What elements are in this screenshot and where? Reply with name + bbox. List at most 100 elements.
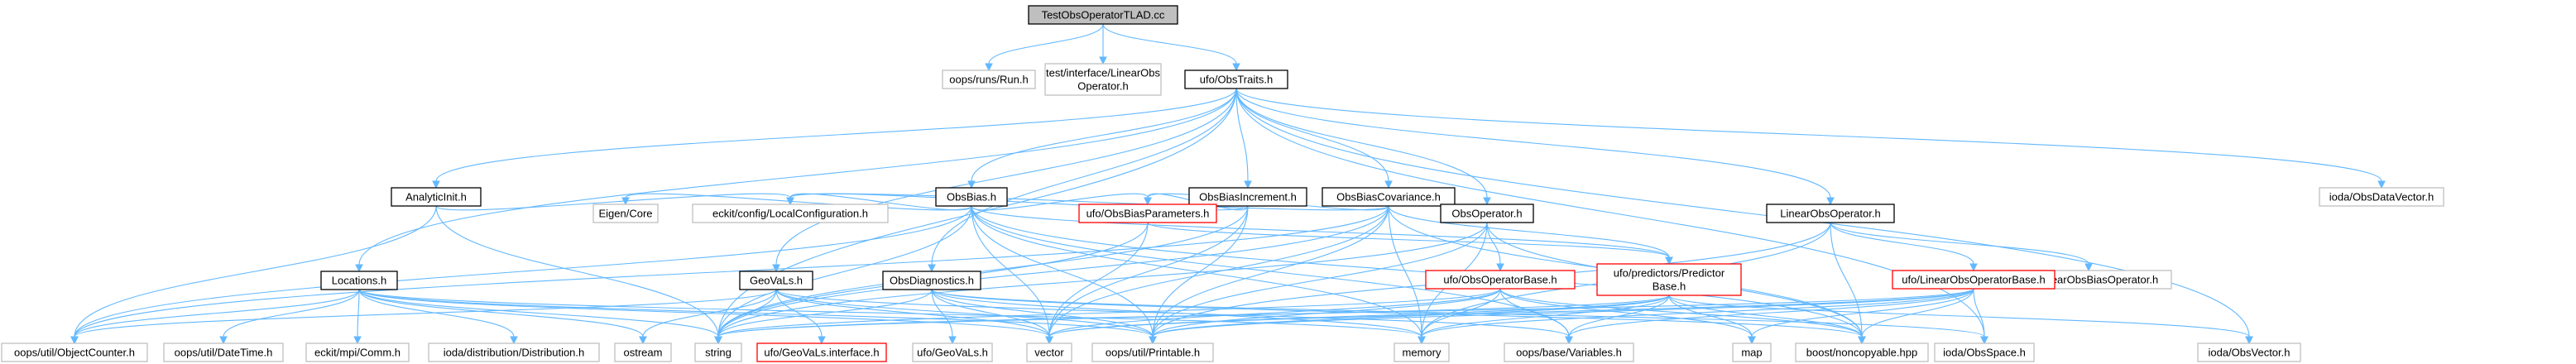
node-label: oops/base/Variables.h [1516,347,1622,359]
node-obsoperator[interactable]: ObsOperator.h [1440,204,1534,223]
edge-root-to-obstraits [1102,23,1240,72]
edge-linearobsoperator-to-ufolinearobsop [1830,222,2093,272]
node-label: ufo/ObsTraits.h [1200,74,1273,86]
edge-obsoperator-to-obsoperatorbase [1486,222,1504,272]
edge-obstraits-to-geovals [772,88,1237,273]
node-analyticinit[interactable]: AnalyticInit.h [391,187,482,207]
node-linobsop_test[interactable]: test/interface/LinearObsOperator.h [1044,63,1162,96]
node-label: ufo/ObsOperatorBase.h [1443,274,1557,286]
node-ufogeovals[interactable]: ufo/GeoVaLs.h [912,342,993,362]
node-label: ObsDiagnostics.h [890,275,974,287]
node-label: oops/runs/Run.h [949,74,1028,86]
edge-linobsoperatorbase-to-string [714,288,1974,345]
edge-obsbias-to-vector [971,205,1053,345]
node-label: ioda/ObsSpace.h [1943,347,2026,359]
node-label: eckit/mpi/Comm.h [314,347,401,359]
node-label: Base.h [1653,280,1686,293]
node-printable[interactable]: oops/util/Printable.h [1091,342,1214,362]
edge-predictorbase-to-obsvector [1668,295,2253,345]
edge-obstraits-to-analyticinit [432,88,1237,189]
node-variables[interactable]: oops/base/Variables.h [1504,342,1634,362]
node-label: Operator.h [1077,80,1128,93]
edge-obsbias-to-printable [971,205,1157,345]
node-label: ufo/GeoVaLs.interface.h [764,347,879,359]
node-label: ufo/LinearObsOperatorBase.h [1902,274,2045,286]
node-label: map [1741,347,1762,359]
node-comm[interactable]: eckit/mpi/Comm.h [305,342,410,362]
edge-locations-to-ostream [358,289,647,345]
node-run[interactable]: oops/runs/Run.h [942,69,1036,89]
node-noncopyable[interactable]: boost/noncopyable.hpp [1795,342,1929,362]
node-linearobsoperator[interactable]: LinearObsOperator.h [1766,204,1895,223]
node-obsbiasparams[interactable]: ufo/ObsBiasParameters.h [1078,204,1217,223]
node-root: TestObsOperatorTLAD.cc [1028,5,1178,25]
edge-linearobsoperator-to-linobsoperatorbase [1830,222,1978,272]
edge-geovals-to-ostream [639,289,777,345]
node-label: ObsBiasCovariance.h [1336,191,1441,204]
node-localconfig[interactable]: eckit/config/LocalConfiguration.h [692,204,889,223]
node-label: oops/util/Printable.h [1106,347,1200,359]
node-label: ostream [624,347,663,359]
edge-obstraits-to-obsbiasincrement [1235,88,1252,189]
edge-obsoperatorbase-to-noncopyable [1499,288,1866,345]
edge-obstraits-to-locations [355,88,1237,273]
node-obsbiasincrement[interactable]: ObsBiasIncrement.h [1188,187,1307,207]
edge-predictorbase-to-string [714,295,1670,345]
node-distribution[interactable]: ioda/distribution/Distribution.h [428,342,600,362]
edge-obstraits-to-obsbias [967,88,1237,189]
node-label: oops/util/DateTime.h [175,347,273,359]
edge-locations-to-datetime [219,289,360,345]
node-objectcounter[interactable]: oops/util/ObjectCounter.h [1,342,148,362]
node-label: ioda/distribution/Distribution.h [444,347,585,359]
node-map[interactable]: map [1732,342,1772,362]
edge-linobsoperatorbase-to-variables [1565,288,1974,345]
edge-obstraits-to-linearobsoperator [1235,88,1835,206]
node-geovals[interactable]: GeoVaLs.h [739,271,813,290]
edge-geovals-to-printable [775,289,1157,345]
node-locations[interactable]: Locations.h [320,271,398,290]
edge-obstraits-to-obsdiagnostics [928,88,1237,273]
node-string[interactable]: string [694,342,742,362]
edge-linobsoperatorbase-to-map [1748,288,1974,345]
node-obsdiagnostics[interactable]: ObsDiagnostics.h [882,271,981,290]
node-label: GeoVaLs.h [750,275,803,287]
node-label: ufo/ObsBiasParameters.h [1087,208,1210,220]
node-linobsoperatorbase[interactable]: ufo/LinearObsOperatorBase.h [1892,270,2056,290]
node-datetime[interactable]: oops/util/DateTime.h [163,342,284,362]
node-label: oops/util/ObjectCounter.h [14,347,135,359]
node-obsvector[interactable]: ioda/ObsVector.h [2197,342,2301,362]
edge-linobsoperatorbase-to-noncopyable [1858,288,1974,345]
node-iodadatavector[interactable]: ioda/ObsDataVector.h [2319,187,2444,207]
node-label: ioda/ObsVector.h [2208,347,2290,359]
edge-obstraits-to-iodadatavector [1235,88,2386,189]
node-label: vector [1034,347,1064,359]
edge-linobsoperatorbase-to-vector [1045,288,1974,345]
node-eigencore[interactable]: Eigen/Core [592,204,659,223]
edge-linobsoperatorbase-to-memory [1418,288,1974,345]
edge-root-to-run [985,23,1104,72]
edge-locations-to-distribution [358,289,518,345]
edge-locations-to-comm [353,289,362,345]
node-label: ObsBias.h [947,191,996,204]
node-label: memory [1403,347,1442,359]
edge-linobsoperatorbase-to-obsspace [1973,288,1988,345]
node-obsbias[interactable]: ObsBias.h [935,187,1008,207]
node-obsbiascovariance[interactable]: ObsBiasCovariance.h [1322,187,1456,207]
node-memory[interactable]: memory [1394,342,1450,362]
edge-geovals-to-geovalsiface [775,289,826,345]
edge-obsdiagnostics-to-ufogeovals [931,289,957,345]
node-label: test/interface/LinearObs [1046,67,1161,79]
node-obsspace[interactable]: ioda/ObsSpace.h [1934,342,2035,362]
node-vector[interactable]: vector [1026,342,1072,362]
node-label: boost/noncopyable.hpp [1806,347,1917,359]
nodes-layer: TestObsOperatorTLAD.cc oops/runs/Run.h tes… [1,5,2444,362]
node-label: TestObsOperatorTLAD.cc [1042,9,1165,22]
edge-geovals-to-objectcounter [70,289,777,345]
node-geovalsiface[interactable]: ufo/GeoVaLs.interface.h [756,342,887,362]
node-label: eckit/config/LocalConfiguration.h [712,208,868,220]
node-obstraits[interactable]: ufo/ObsTraits.h [1184,69,1288,89]
node-label: ObsOperator.h [1451,208,1522,220]
node-obsoperatorbase[interactable]: ufo/ObsOperatorBase.h [1425,270,1576,290]
node-ostream[interactable]: ostream [614,342,672,362]
